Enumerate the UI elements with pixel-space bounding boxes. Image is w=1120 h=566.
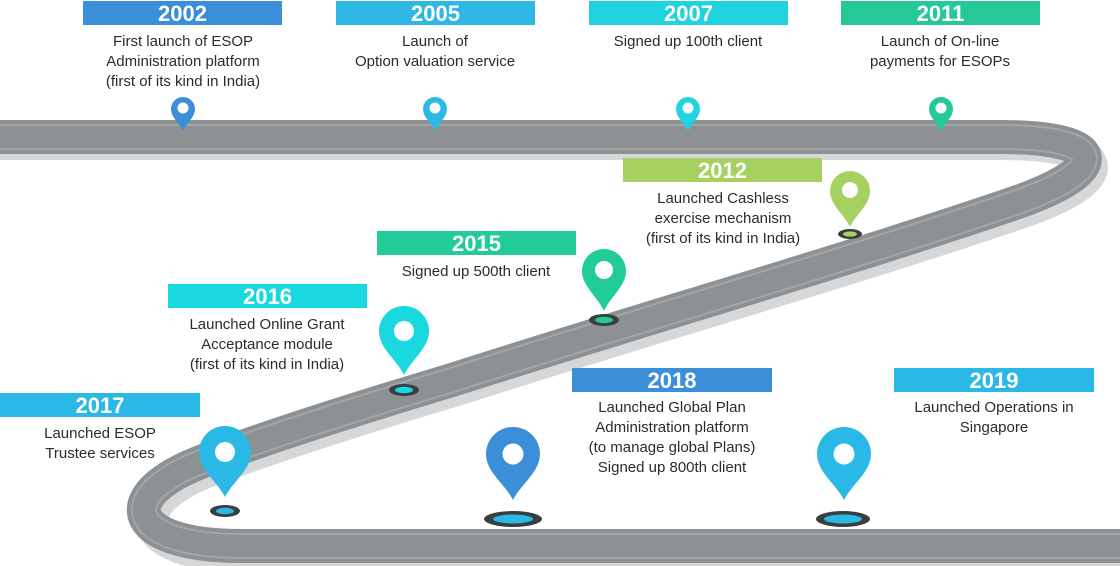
year-label-2002: 2002 <box>83 1 282 26</box>
year-label-2015: 2015 <box>377 231 576 256</box>
year-label-2019: 2019 <box>894 368 1094 393</box>
map-pin-icon <box>486 427 540 500</box>
map-pin-icon <box>676 97 700 131</box>
milestone-text-2012: Launched Cashless exercise mechanism (fi… <box>645 190 801 247</box>
map-pin-icon <box>199 426 251 497</box>
milestone-text-2017: Launched ESOP Trustee services <box>44 425 156 462</box>
year-label-2012: 2012 <box>623 158 822 183</box>
map-pin-icon <box>817 427 871 500</box>
year-label-2017: 2017 <box>0 393 200 418</box>
map-pin-icon <box>830 171 870 227</box>
milestone-text-2005: Launch of Option valuation service <box>354 33 516 70</box>
milestone-text-2007: Signed up 100th client <box>613 33 763 50</box>
milestone-text-2018: Launched Global Plan Administration plat… <box>588 399 756 476</box>
milestone-text-2002: First launch of ESOP Administration plat… <box>105 33 261 90</box>
map-pin-icon <box>379 306 429 375</box>
map-pin-icon <box>929 97 953 131</box>
year-label-2007: 2007 <box>589 1 788 26</box>
milestone-text-2019: Launched Operations in Singapore <box>914 399 1074 436</box>
road-markers <box>210 229 870 527</box>
map-pin-icon <box>423 97 447 131</box>
year-label-2005: 2005 <box>336 1 535 26</box>
milestone-text-2016: Launched Online Grant Acceptance module … <box>189 316 345 373</box>
milestone-text-2011: Launch of On-line payments for ESOPs <box>869 33 1011 70</box>
milestone-text-2015: Signed up 500th client <box>401 263 551 280</box>
map-pin-icon <box>171 97 195 131</box>
year-label-2011: 2011 <box>841 1 1040 26</box>
year-label-2018: 2018 <box>572 368 772 393</box>
year-label-2016: 2016 <box>168 284 367 309</box>
map-pin-icon <box>582 249 626 311</box>
road-inner <box>0 126 1120 557</box>
